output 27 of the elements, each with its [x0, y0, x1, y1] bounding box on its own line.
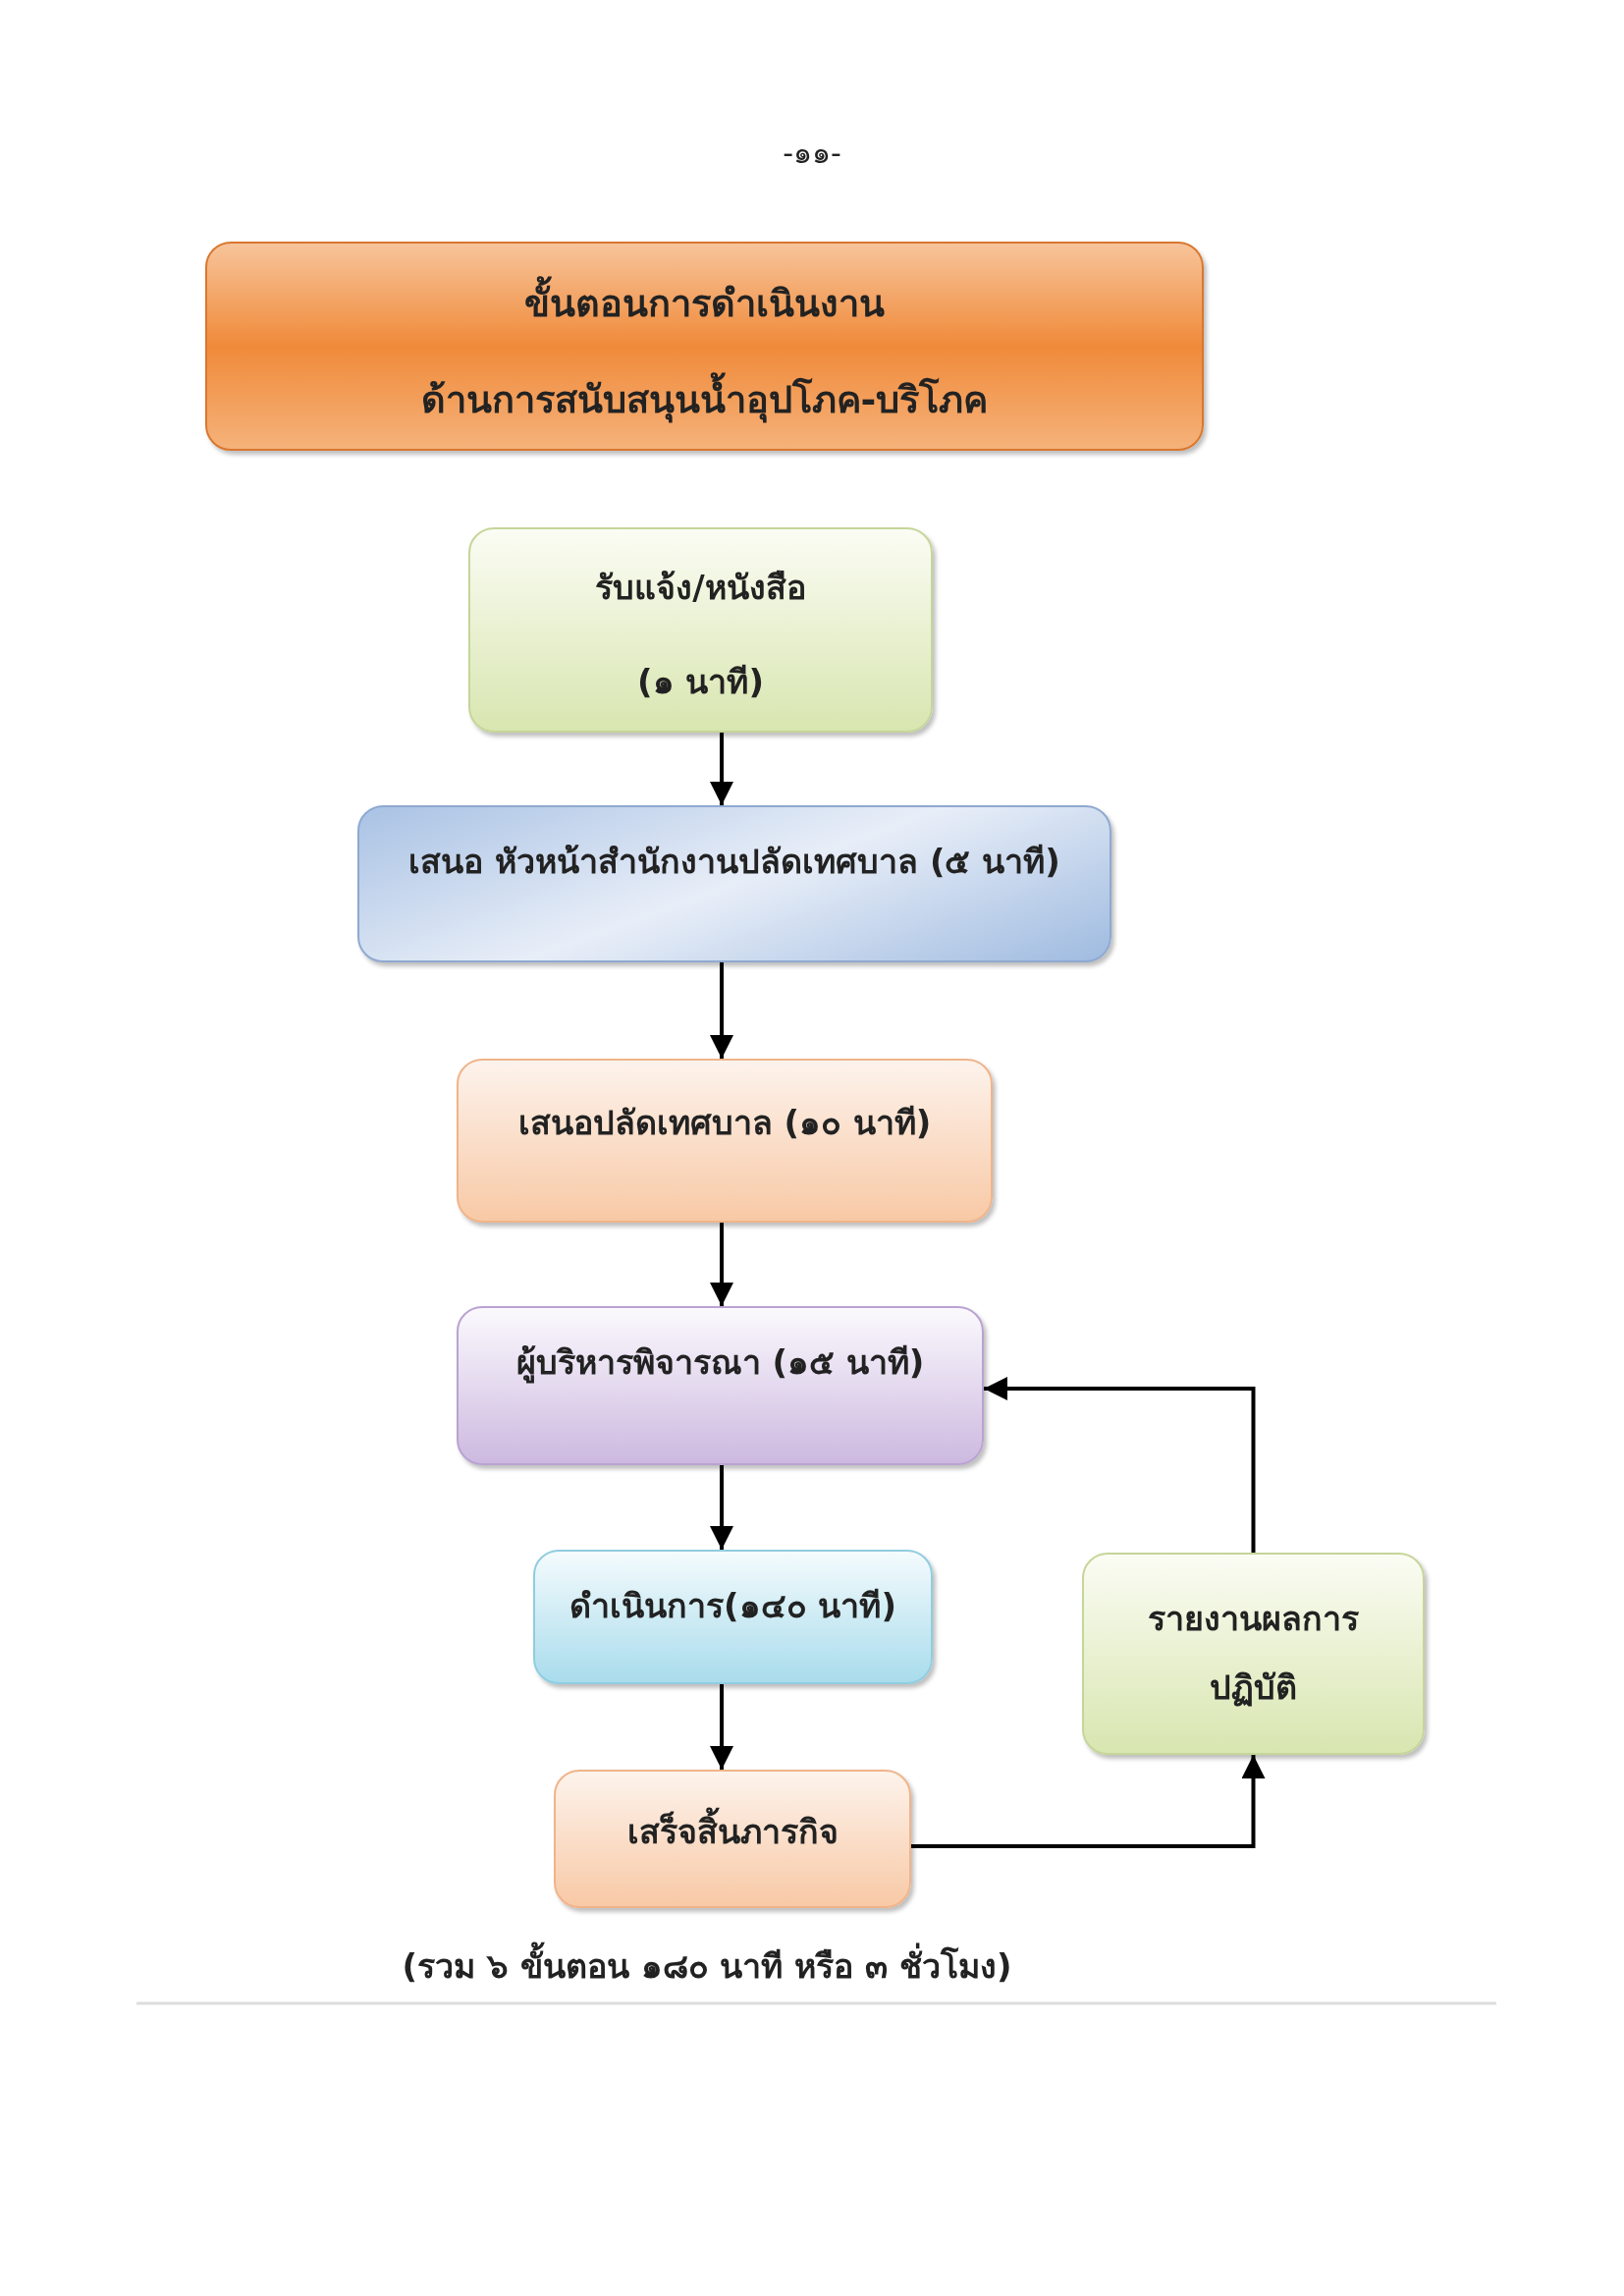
process-box — [533, 1550, 933, 1684]
process-box — [457, 1059, 993, 1223]
title-text: ขั้นตอนการดำเนินงาน — [207, 273, 1202, 333]
step-text: เสนอ หัวหน้าสำนักงานปลัดเทศบาล (๕ นาที) — [407, 841, 1061, 883]
arrow — [984, 1377, 1256, 1553]
step-text: ดำเนินการ(๑๔๐ นาที) — [568, 1585, 897, 1627]
arrow — [710, 962, 733, 1059]
caption: (รวม ๖ ขั้นตอน ๑๘๐ นาที หรือ ๓ ชั่วโมง) — [353, 1940, 1060, 1993]
arrow — [911, 1755, 1266, 1848]
arrow — [710, 733, 733, 805]
page-number: -๑๑- — [782, 135, 842, 172]
process-box — [468, 527, 933, 733]
arrow — [710, 1465, 733, 1550]
step-text: เสนอปลัดเทศบาล (๑๐ นาที) — [516, 1102, 933, 1144]
title-text: ด้านการสนับสนุนน้ำอุปโภค-บริโภค — [207, 369, 1202, 429]
process-box — [357, 805, 1111, 962]
step-text: เสร็จสิ้นภารกิจ — [556, 1805, 909, 1858]
step-text: ผู้บริหารพิจารณา (๑๕ นาที) — [514, 1341, 926, 1386]
step-text: รับแจ้ง/หนังสือ — [594, 567, 807, 609]
step-text: (๑ นาที) — [636, 661, 765, 703]
process-box — [1082, 1553, 1425, 1755]
step-text: รายงานผลการปฏิบัติ — [1147, 1598, 1360, 1709]
process-box — [457, 1306, 984, 1465]
arrow — [710, 1684, 733, 1770]
process-box — [554, 1770, 911, 1908]
title-box — [205, 242, 1204, 451]
arrow — [710, 1223, 733, 1306]
